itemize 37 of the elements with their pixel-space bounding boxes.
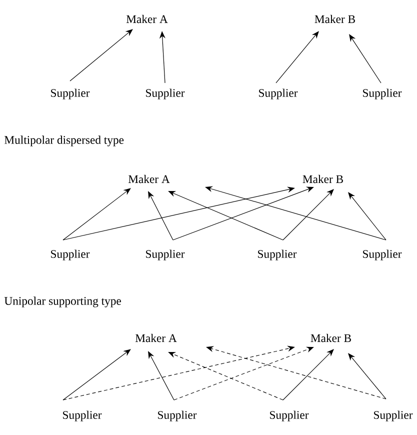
arrow — [70, 29, 133, 82]
arrow — [62, 349, 131, 400]
maker-label: Maker B — [302, 174, 343, 184]
supplier-label: Supplier — [51, 250, 90, 260]
maker-label: Maker B — [310, 334, 351, 342]
maker-label: Maker B — [314, 14, 355, 24]
arrow — [148, 191, 174, 240]
arrow — [62, 188, 131, 240]
arrow — [205, 186, 386, 240]
supplier-label: Supplier — [146, 88, 185, 100]
supplier-label: Supplier — [51, 88, 90, 100]
supplier-label: Supplier — [259, 88, 298, 100]
arrow — [348, 353, 386, 400]
maker-label: Maker A — [126, 14, 168, 24]
supplier-label: Supplier — [363, 250, 402, 260]
arrow — [148, 351, 174, 400]
arrow — [282, 189, 334, 240]
dashed-arrow — [168, 352, 284, 400]
supplier-label: Supplier — [270, 410, 309, 422]
supplier-label: Supplier — [374, 410, 413, 422]
arrow — [172, 186, 314, 240]
maker-label: Maker A — [135, 334, 177, 342]
supplier-label: Supplier — [258, 250, 297, 260]
supplier-label: Supplier — [63, 410, 102, 422]
supplier-label: Supplier — [363, 88, 402, 100]
arrow — [349, 34, 382, 84]
dashed-arrow — [174, 346, 314, 400]
supplier-label: Supplier — [158, 410, 197, 422]
arrow — [276, 31, 319, 84]
supplier-label: Supplier — [146, 250, 185, 260]
arrow — [348, 192, 386, 240]
maker-label: Maker A — [128, 174, 170, 184]
dashed-arrow — [206, 346, 386, 400]
section-label: Unipolar supporting type — [4, 296, 121, 308]
section-label: Multipolar dispersed type — [4, 136, 124, 146]
arrow — [168, 191, 284, 240]
arrow — [282, 349, 334, 400]
